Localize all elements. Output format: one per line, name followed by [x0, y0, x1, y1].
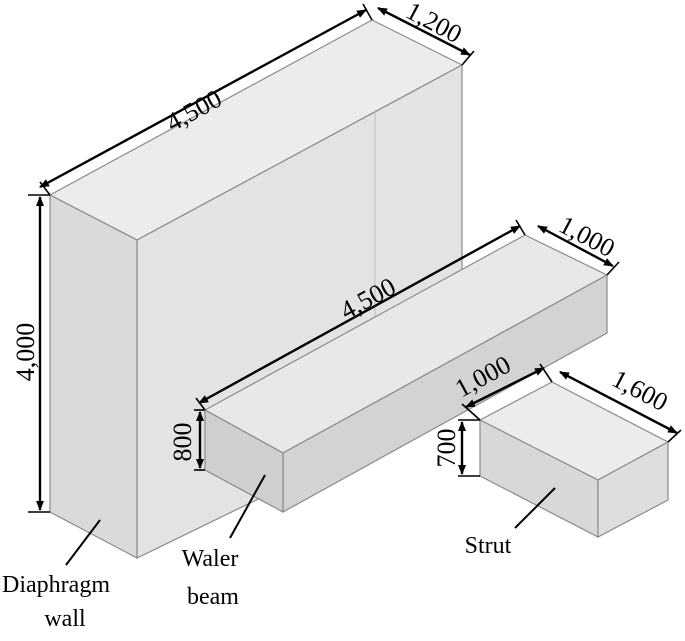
waler-front-face [204, 408, 284, 514]
label-diaphragm-wall-line2: wall [44, 606, 86, 632]
wall-front-face [49, 194, 138, 559]
label-waler-beam-line1: Waler [182, 546, 239, 572]
dim-strut-length-text: 1,600 [607, 364, 672, 417]
label-waler-beam-line2: beam [187, 584, 239, 610]
dim-wall-height: 4,000 [11, 194, 50, 513]
dim-strut-height-text: 700 [432, 429, 461, 468]
dim-wall-height-text: 4,000 [11, 323, 40, 382]
label-diaphragm-wall-line1: Diaphragm [2, 572, 110, 598]
label-strut: Strut [465, 533, 512, 559]
leader-waler-beam [229, 474, 266, 539]
strut-side-face [597, 440, 669, 538]
dim-strut-height: 700 [432, 419, 480, 477]
dim-waler-height-text: 800 [168, 423, 197, 462]
dim-waler-height: 800 [168, 409, 205, 471]
leader-strut [514, 487, 556, 529]
leader-diaphragm-wall [65, 519, 101, 566]
